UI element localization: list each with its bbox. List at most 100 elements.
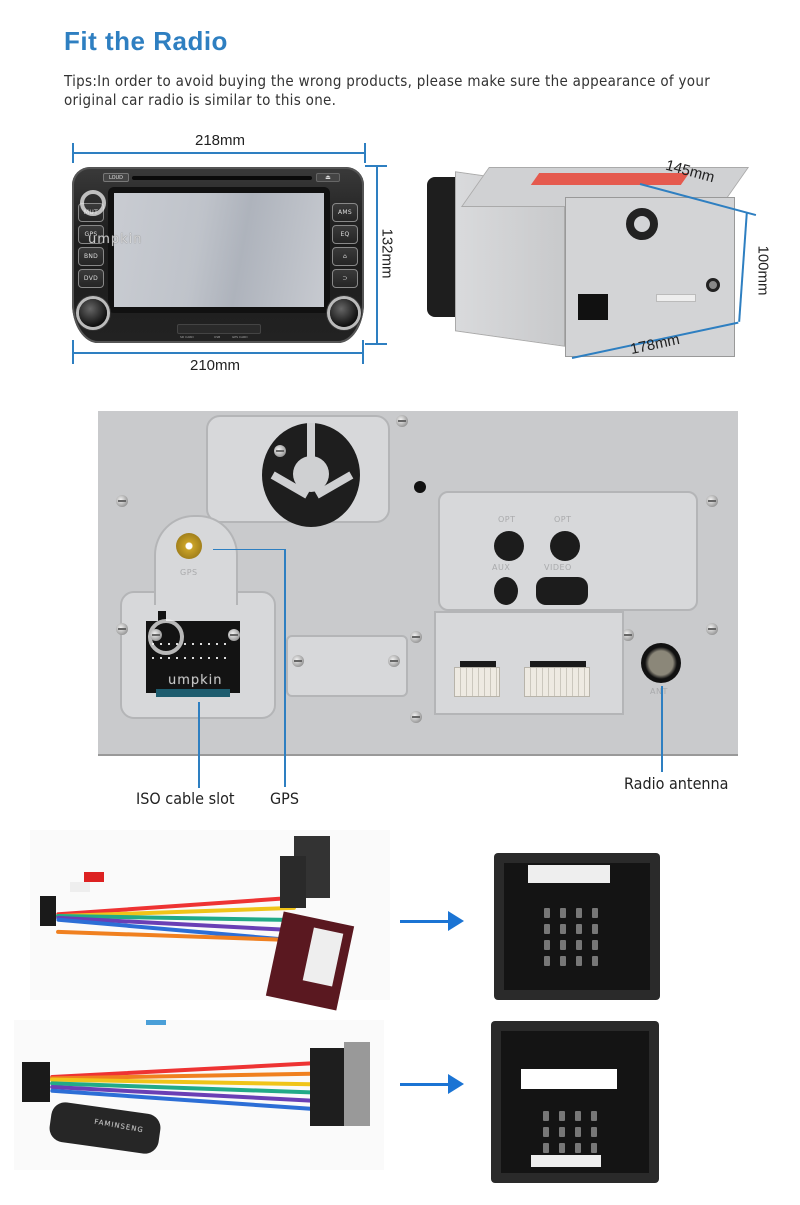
screw xyxy=(228,629,240,641)
screw xyxy=(622,629,634,641)
rca-plug-white xyxy=(70,882,90,892)
connector-recess xyxy=(434,611,624,715)
callout-label-gps: GPS xyxy=(270,789,299,808)
fan-hub xyxy=(293,456,329,492)
volume-knob xyxy=(79,299,107,327)
video-label: VIDEO xyxy=(544,563,572,572)
video-plug xyxy=(536,577,588,605)
opt-label-right: OPT xyxy=(554,515,572,524)
watermark-logo: umpkin xyxy=(168,673,223,688)
callout-line-gps xyxy=(284,549,286,787)
sd-card-label: SD CARD xyxy=(180,335,194,339)
chassis-sticker xyxy=(530,173,690,185)
white-pin-block xyxy=(528,865,610,883)
bnd-button: BND xyxy=(78,247,104,266)
gps-card-label: GPS CARD xyxy=(232,335,248,339)
fan-icon xyxy=(626,208,658,240)
wiring-harness-2: FAMINSENG xyxy=(14,1020,384,1170)
pin-row xyxy=(152,643,232,645)
fan-spoke xyxy=(307,423,315,463)
screw xyxy=(410,631,422,643)
screw xyxy=(410,711,422,723)
iso-connector xyxy=(578,294,608,320)
callout-line-gps xyxy=(213,549,285,550)
blank-plate xyxy=(286,635,408,697)
connector-window xyxy=(521,1069,617,1089)
front-ports-strip xyxy=(177,324,261,334)
screw xyxy=(292,655,304,667)
radio-front-panel: LOUD ⏏ MUT GPS BND DVD AMS EQ ⌂ ⊃ SD CAR… xyxy=(72,167,364,343)
dimension-tick xyxy=(365,343,387,345)
opt-label-left: OPT xyxy=(498,515,516,524)
ant-label: ANT xyxy=(650,687,668,696)
disc-slot xyxy=(132,176,312,180)
home-icon: ⌂ xyxy=(332,247,358,266)
dimension-label-height: 132mm xyxy=(378,228,396,279)
quadlock-plug-shell xyxy=(344,1042,370,1126)
arrow-right-icon xyxy=(400,1074,464,1094)
watermark-logo: umpkin xyxy=(88,232,143,247)
dimension-tick xyxy=(362,340,364,364)
dimension-label-bottom: 210mm xyxy=(190,357,241,374)
callout-line-iso xyxy=(198,702,200,788)
dimension-line-height xyxy=(376,166,378,344)
gps-button: GPS xyxy=(78,225,104,244)
screw xyxy=(388,655,400,667)
opt-plug-left xyxy=(494,531,524,561)
screw xyxy=(274,445,286,457)
connector-label-sticker xyxy=(531,1155,601,1167)
white-connector-large xyxy=(524,667,590,697)
eq-button: EQ xyxy=(332,225,358,244)
dimension-tick xyxy=(72,340,74,364)
pin-row xyxy=(152,657,232,659)
page-title: Fit the Radio xyxy=(64,26,228,56)
dimension-tick xyxy=(365,165,387,167)
harness-plug xyxy=(40,896,56,926)
callout-label-iso: ISO cable slot xyxy=(136,789,235,808)
dimension-line-top xyxy=(73,152,365,154)
wiring-harness-1 xyxy=(30,830,390,1011)
vent-hole xyxy=(414,481,426,493)
callout-label-antenna: Radio antenna xyxy=(624,774,729,793)
ams-button: AMS xyxy=(332,203,358,222)
aux-plug xyxy=(494,577,518,605)
opt-plug-right xyxy=(550,531,580,561)
callout-line-antenna xyxy=(661,686,663,772)
white-connector-latch xyxy=(530,661,586,669)
white-connector-latch xyxy=(460,661,496,669)
screw xyxy=(116,495,128,507)
pin-grid xyxy=(544,908,602,966)
logo-p-icon xyxy=(80,190,106,216)
screen-glass xyxy=(114,193,324,307)
screw xyxy=(150,629,162,641)
fan-icon xyxy=(262,423,360,527)
iso-slot-latch xyxy=(158,611,166,625)
chassis-back xyxy=(565,197,735,357)
antenna-socket xyxy=(706,278,720,292)
radio-iso-chassis xyxy=(425,165,750,357)
usb-label: USB xyxy=(214,335,221,339)
heat-shrink-module xyxy=(47,1100,163,1156)
pin-grid xyxy=(543,1111,601,1153)
radio-screen xyxy=(108,187,330,313)
loud-button: LOUD xyxy=(103,173,129,182)
right-button-column: AMS EQ ⌂ ⊃ xyxy=(332,203,358,288)
back-icon: ⊃ xyxy=(332,269,358,288)
radio-back-panel: GPS umpkin OPT OPT AUX VIDEO ANT xyxy=(98,411,738,756)
white-connector-small xyxy=(454,667,500,697)
screw xyxy=(396,415,408,427)
rca-plug-red xyxy=(84,872,104,882)
harness-plug xyxy=(22,1062,50,1102)
dimension-tick xyxy=(72,143,74,163)
tune-knob xyxy=(330,299,358,327)
tips-text: Tips:In order to avoid buying the wrong … xyxy=(64,72,711,109)
white-connectors xyxy=(656,294,696,302)
gps-recess xyxy=(154,515,238,605)
screw xyxy=(706,495,718,507)
gps-port-label: GPS xyxy=(180,568,198,577)
dimension-tick xyxy=(364,143,366,163)
screw xyxy=(116,623,128,635)
eject-button: ⏏ xyxy=(316,173,340,182)
dimension-label-iso-height: 100mm xyxy=(754,245,772,296)
aux-label: AUX xyxy=(492,563,511,572)
